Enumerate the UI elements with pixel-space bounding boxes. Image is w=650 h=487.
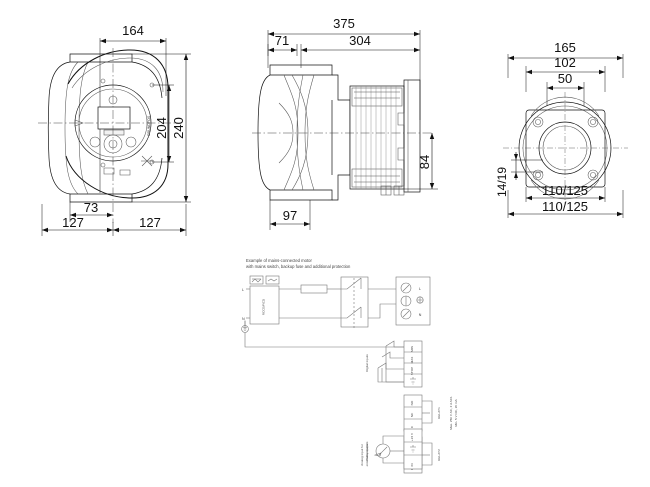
di-terminal-stop: STOP <box>410 367 414 375</box>
wiring-caption-line1: Example of mains-connected motor <box>246 258 312 263</box>
flange-bolt-holes-icon <box>532 116 599 181</box>
dim-label-bolt-1: 110/125 <box>542 183 588 198</box>
di-terminal-common-icon <box>410 377 416 385</box>
dim-flange-bolt-1: 110/125 <box>525 183 606 202</box>
dim-flange-hole: 14/19 <box>495 152 543 197</box>
dim-side-304: 304 <box>300 33 420 68</box>
dim-flange-bolt-2: 110/125 <box>507 190 624 218</box>
dim-side-84: 84 <box>404 133 438 190</box>
dim-side-71: 71 <box>267 33 298 56</box>
front-pump-body: GRUNDFOS <box>47 49 169 203</box>
grundfos-logo-icon <box>141 155 153 167</box>
dim-label-50: 50 <box>558 71 572 86</box>
side-motor-fins <box>349 79 421 196</box>
dim-label-71: 71 <box>275 33 289 48</box>
dim-label-165: 165 <box>554 40 576 55</box>
backup-fuse-icon <box>279 284 341 294</box>
supply-terminal-block: L N <box>395 276 431 326</box>
supply-terminal-PE-icon <box>416 296 424 304</box>
dim-front-127-left: 127 <box>41 204 114 236</box>
ai-terminal-in: IN <box>410 463 414 466</box>
cable-glands-icon <box>380 185 405 196</box>
dim-front-127-right: 127 <box>113 204 187 236</box>
dim-side-97: 97 <box>269 200 311 230</box>
dim-label-164: 164 <box>122 23 144 38</box>
dim-label-204: 204 <box>154 117 169 139</box>
analog-input-label2: external setpoint <box>365 444 369 467</box>
relay1-label: RELAY1 <box>437 407 441 419</box>
rccb-symbol-boxes <box>249 275 280 285</box>
dim-label-73: 73 <box>84 200 98 215</box>
dim-front-240: 240 <box>132 53 191 203</box>
dim-front-164: 164 <box>99 23 167 193</box>
mains-switch-icon <box>340 276 396 328</box>
dim-label-bolt-2: 110/125 <box>542 199 588 214</box>
dim-label-97: 97 <box>283 208 297 223</box>
relay-rating-line2: Min. 5 V DC, 20 mA <box>454 398 458 426</box>
dim-flange-102: 102 <box>525 55 606 92</box>
flange-view: 165 102 50 <box>483 30 648 225</box>
dim-label-375: 375 <box>333 16 355 31</box>
rccb-label: RCCB/RCD <box>262 298 266 315</box>
terminal-N-label: N <box>242 317 245 321</box>
relay-rating-line1: Max. 250 V AC, 2 A AC1 <box>449 396 453 430</box>
potentiometer-icon <box>373 435 404 464</box>
supply-terminal-N: N <box>419 313 422 317</box>
wiring-caption-line2: with mains switch, backup fuse and addit… <box>246 264 351 269</box>
di-terminal-min: MIN <box>410 346 414 352</box>
dim-label-304: 304 <box>349 33 371 48</box>
relay1-terminal-nc: NC <box>410 412 414 417</box>
front-view: 164 <box>28 8 218 248</box>
ai-terminal-24v: +24 V <box>410 432 414 441</box>
brand-text-front: GRUNDFOS <box>147 115 151 136</box>
dim-flange-50: 50 <box>546 71 585 106</box>
supply-terminal-L: L <box>419 287 421 291</box>
analog-input-label: Analog input for <box>360 444 364 466</box>
dim-label-84: 84 <box>417 155 432 169</box>
relay1-terminal-no: NO <box>410 400 414 405</box>
digital-inputs-group: MIN MAX STOP Digital inputs <box>365 340 423 388</box>
dim-front-204: 204 <box>152 84 174 163</box>
di-terminal-max: MAX <box>410 357 414 364</box>
relay1-terminal-c: C <box>410 425 414 428</box>
dim-front-73: 73 <box>69 200 113 222</box>
dim-label-127-right: 127 <box>139 215 161 230</box>
relay2-label: RELAY2 <box>437 449 441 461</box>
dim-label-127-left: 127 <box>62 215 84 230</box>
side-pump-housing <box>257 64 351 201</box>
relay1-group: NO NC C RELAY1 Max. 250 V AC, 2 A AC1 Mi… <box>403 394 458 432</box>
dim-side-375: 375 <box>267 16 421 120</box>
dim-label-102: 102 <box>554 55 576 70</box>
digital-inputs-label: Digital inputs <box>365 354 369 372</box>
rccb-block: RCCB/RCD <box>249 285 280 325</box>
side-view: 375 71 304 <box>248 8 448 243</box>
dim-flange-165: 165 <box>507 40 624 78</box>
analog-input-group: +24 V IN Analog input for external setpo… <box>335 425 465 487</box>
terminal-L-label: L <box>242 288 244 292</box>
dim-label-240: 240 <box>171 117 186 139</box>
dim-label-14-19: 14/19 <box>495 167 509 197</box>
relay-outputs-label: Relay outputs <box>365 441 369 460</box>
ai-terminal-common-icon <box>410 445 416 453</box>
